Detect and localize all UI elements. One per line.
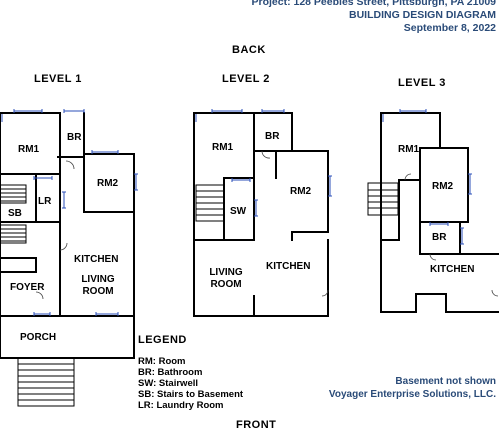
basement-note: Basement not shown — [395, 376, 496, 387]
legend-item: SW: Stairwell — [138, 378, 199, 389]
l1-room-sb: SB — [8, 208, 22, 219]
legend-item: SB: Stairs to Basement — [138, 389, 244, 400]
l1-room-br: BR — [67, 132, 82, 143]
stair-treads — [0, 182, 399, 407]
project-address: Project: 128 Peebles Street, Pittsburgh,… — [251, 0, 496, 8]
level-1-label: LEVEL 1 — [34, 73, 82, 85]
l2-room-br: BR — [265, 131, 280, 142]
l1-room-rm1: RM1 — [18, 144, 40, 155]
front-label: FRONT — [236, 419, 277, 431]
l1-room-kitchen: KITCHEN — [74, 254, 119, 265]
l2-room-living-2: ROOM — [210, 279, 242, 290]
l1-room-living: LIVING — [81, 274, 115, 285]
l2-room-living: LIVING — [209, 267, 243, 278]
l2-room-rm1: RM1 — [212, 142, 234, 153]
back-label: BACK — [232, 44, 266, 56]
l3-room-kitchen: KITCHEN — [430, 264, 475, 275]
legend-title: LEGEND — [138, 334, 187, 346]
company-name: Voyager Enterprise Solutions, LLC. — [328, 389, 496, 400]
dimension-markers — [1, 109, 472, 316]
level-2-plan — [193, 112, 329, 317]
legend-item: BR: Bathroom — [138, 367, 203, 378]
l3-room-br: BR — [432, 232, 447, 243]
l2-room-sw: SW — [230, 206, 247, 217]
l3-room-rm1: RM1 — [398, 144, 420, 155]
diagram-title: BUILDING DESIGN DIAGRAM — [349, 9, 496, 21]
legend: LEGEND RM: Room BR: Bathroom SW: Stairwe… — [138, 334, 243, 411]
l1-room-lr: LR — [38, 196, 52, 207]
l1-room-living-2: ROOM — [82, 286, 114, 297]
l1-room-rm2: RM2 — [97, 178, 119, 189]
l2-room-kitchen: KITCHEN — [266, 261, 311, 272]
l3-room-rm2: RM2 — [432, 181, 454, 192]
l2-room-rm2: RM2 — [290, 186, 312, 197]
door-swings — [35, 150, 499, 300]
level-2-label: LEVEL 2 — [222, 73, 270, 85]
legend-item: RM: Room — [138, 356, 186, 367]
l1-room-foyer: FOYER — [10, 282, 45, 293]
level-3-plan — [380, 112, 499, 313]
legend-item: LR: Laundry Room — [138, 400, 224, 411]
diagram-date: September 8, 2022 — [403, 22, 496, 34]
l1-room-porch: PORCH — [20, 332, 57, 343]
level-3-label: LEVEL 3 — [398, 77, 446, 89]
